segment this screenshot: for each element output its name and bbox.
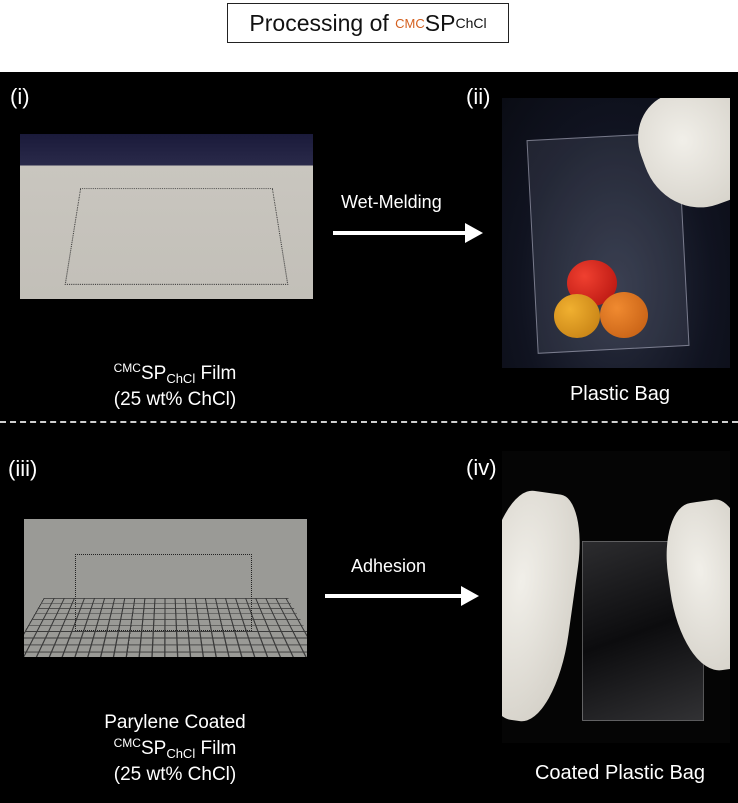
flat-film-photo	[20, 134, 313, 299]
panel-label-iv: (iv)	[466, 455, 497, 480]
caption-sup: CMC	[113, 736, 141, 750]
caption-sub: ChCl	[166, 371, 196, 386]
arrow-label-adhesion: Adhesion	[351, 556, 427, 576]
caption-suffix: Film	[195, 363, 237, 384]
panel-label-i: (i)	[10, 84, 30, 109]
panel-label-iii: (iii)	[8, 456, 38, 481]
caption-coating: Parylene Coated	[104, 712, 246, 733]
title-superscript: CMC	[395, 15, 425, 31]
caption-main: SP	[140, 738, 167, 759]
title-prefix: Processing of	[249, 9, 389, 36]
caption-suffix: Film	[195, 738, 237, 759]
title-main: SP	[424, 9, 456, 36]
left-gloved-hand	[502, 485, 588, 727]
caption-ii: Plastic Bag	[569, 383, 671, 405]
coated-bag-photo	[502, 451, 730, 743]
orange-tomato	[600, 292, 648, 338]
panel-label-ii: (ii)	[466, 84, 491, 109]
caption-i: CMCSPChCl Film (25 wt% ChCl)	[60, 358, 290, 410]
caption-sup: CMC	[113, 361, 141, 375]
caption-sub: ChCl	[166, 746, 196, 761]
yellow-tomato	[554, 294, 600, 338]
caption-composition: (25 wt% ChCl)	[113, 764, 237, 785]
coated-film-on-grid-photo	[24, 519, 307, 657]
film-outline	[64, 188, 289, 286]
bag-with-tomatoes-photo	[502, 98, 730, 368]
dashed-divider	[0, 421, 738, 423]
right-arrow-icon	[333, 223, 483, 243]
right-arrow-icon	[325, 586, 479, 606]
caption-iii: Parylene Coated CMCSPChCl Film (25 wt% C…	[60, 712, 290, 785]
arrow-label-wet-melding: Wet-Melding	[341, 192, 442, 212]
title-subscript: ChCl	[455, 15, 487, 31]
film-outline	[74, 553, 253, 632]
caption-iv: Coated Plastic Bag	[534, 762, 706, 784]
caption-main: SP	[140, 363, 167, 384]
caption-composition: (25 wt% ChCl)	[113, 389, 237, 410]
